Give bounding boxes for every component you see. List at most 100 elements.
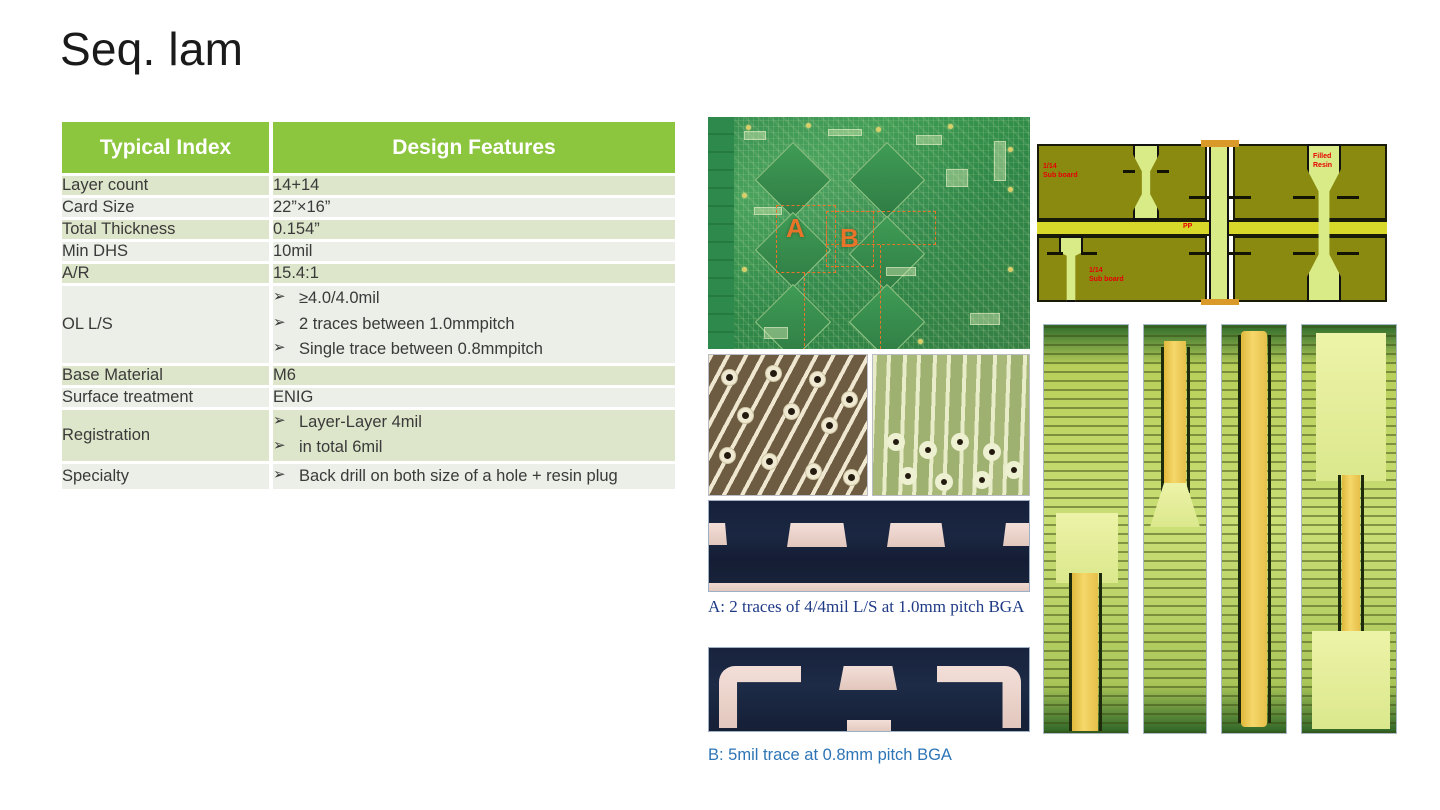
pad-hole [979,477,985,483]
copper-layer-stub [1081,252,1097,255]
table-row-value: 14+14 [273,176,675,198]
pad-hole [826,422,833,429]
trace-micrograph-green [872,354,1030,496]
pad-hole [770,370,777,377]
callout-leader-b [880,245,881,349]
caption-a: A: 2 traces of 4/4mil L/S at 1.0mm pitch… [708,597,1025,616]
table-row-value: ≥4.0/4.0mil2 traces between 1.0mmpitchSi… [273,285,675,366]
copper-trace-left [719,666,801,728]
pad-hole [989,449,995,455]
copper-trace-bottom [847,720,891,731]
callout-box-a [776,205,836,273]
table-header-row: Typical Index Design Features [62,122,675,176]
pcb-via-pad [918,339,923,344]
callout-label-b: B [840,223,859,253]
table-row-label: Total Thickness [62,220,273,242]
via-barrel [1072,573,1098,731]
feature-bullet-item: Back drill on both size of a hole + resi… [273,463,675,490]
pcb-component [916,135,942,145]
copper-layer-stub [1229,252,1251,255]
through-hole-via [1209,140,1229,305]
via-barrel [1342,475,1360,637]
specification-table: Typical Index Design Features Layer coun… [62,122,675,493]
pad-hole [810,468,817,475]
drill-wall [1099,573,1102,731]
feature-bullet-item: 2 traces between 1.0mmpitch [273,311,675,338]
via-annular-ring-top [1201,140,1239,147]
via-capture-pad [1056,513,1118,583]
copper-trace-right [937,666,1021,728]
feature-bullet-list: ≥4.0/4.0mil2 traces between 1.0mmpitchSi… [273,285,675,363]
pcb-via-pad [1008,187,1013,192]
copper-layer-stub [1189,252,1211,255]
pad-hole [941,479,947,485]
table-row-label: Base Material [62,365,273,388]
via-micrograph-4 [1301,324,1397,734]
caption-b: B: 5mil trace at 0.8mm pitch BGA [708,746,952,764]
via-micrograph-1 [1043,324,1129,734]
table-row-label: Surface treatment [62,387,273,410]
trace-micrograph-brown [708,354,868,496]
callout-leader-a [804,273,805,349]
table-row: SpecialtyBack drill on both size of a ho… [62,463,675,493]
column-header-typical-index: Typical Index [62,122,273,176]
via-barrel-full [1241,331,1267,727]
pad-hole [957,439,963,445]
bga-cross-section-b [708,647,1030,732]
pcb-via-pad [806,123,811,128]
backdrill-cavity-bottom [1312,631,1390,729]
table-row-value: 10mil [273,242,675,264]
copper-layer-stub [1293,252,1315,255]
table-row-label: Layer count [62,176,273,198]
pcb-via-pad [742,193,747,198]
pcb-via-pad [876,127,881,132]
table-row-value: 0.154” [273,220,675,242]
table-row-label: Specialty [62,463,273,493]
page-title: Seq. lam [60,23,244,75]
sub-board-upper-left [1037,144,1207,220]
copper-layer-stub [1123,170,1135,173]
callout-box-b-extension [826,211,936,245]
pcb-component [946,169,968,187]
callout-label-a: A [786,213,805,243]
copper-trace [887,523,945,547]
copper-layer-stub [1293,196,1315,199]
drill-wall [1238,335,1241,723]
table-row-value: 15.4:1 [273,264,675,286]
pad-hole [893,439,899,445]
table-row-label: Card Size [62,198,273,220]
pcb-component [994,141,1006,181]
table-row-value: 22”×16” [273,198,675,220]
backdrill-cavity-top [1316,333,1386,481]
via-micrograph-3 [1221,324,1287,734]
feature-bullet-list: Back drill on both size of a hole + resi… [273,463,675,490]
feature-bullet-item: in total 6mil [273,434,675,461]
feature-bullet-item: Single trace between 0.8mmpitch [273,336,675,363]
copper-layer-stub [1229,196,1251,199]
pcb-board-photo: A B [708,117,1030,349]
pcb-edge-strip [708,117,734,349]
pcb-via-pad [948,124,953,129]
copper-base-layer [709,583,1029,591]
via-annular-ring-bottom [1201,299,1239,305]
pad-hole [814,376,821,383]
pcb-component [744,131,766,140]
pad-hole [724,452,731,459]
bga-cross-section-a [708,500,1030,592]
column-header-design-features: Design Features [273,122,675,176]
table-row-value: Layer-Layer 4milin total 6mil [273,409,675,464]
feature-bullet-list: Layer-Layer 4milin total 6mil [273,409,675,461]
drill-wall [1361,475,1364,637]
pcb-via-pad [1008,147,1013,152]
table-row-label: Min DHS [62,242,273,264]
feature-bullet-item: Layer-Layer 4mil [273,409,675,436]
table-row-label: OL L/S [62,286,273,366]
table-row-label: Registration [62,409,273,464]
